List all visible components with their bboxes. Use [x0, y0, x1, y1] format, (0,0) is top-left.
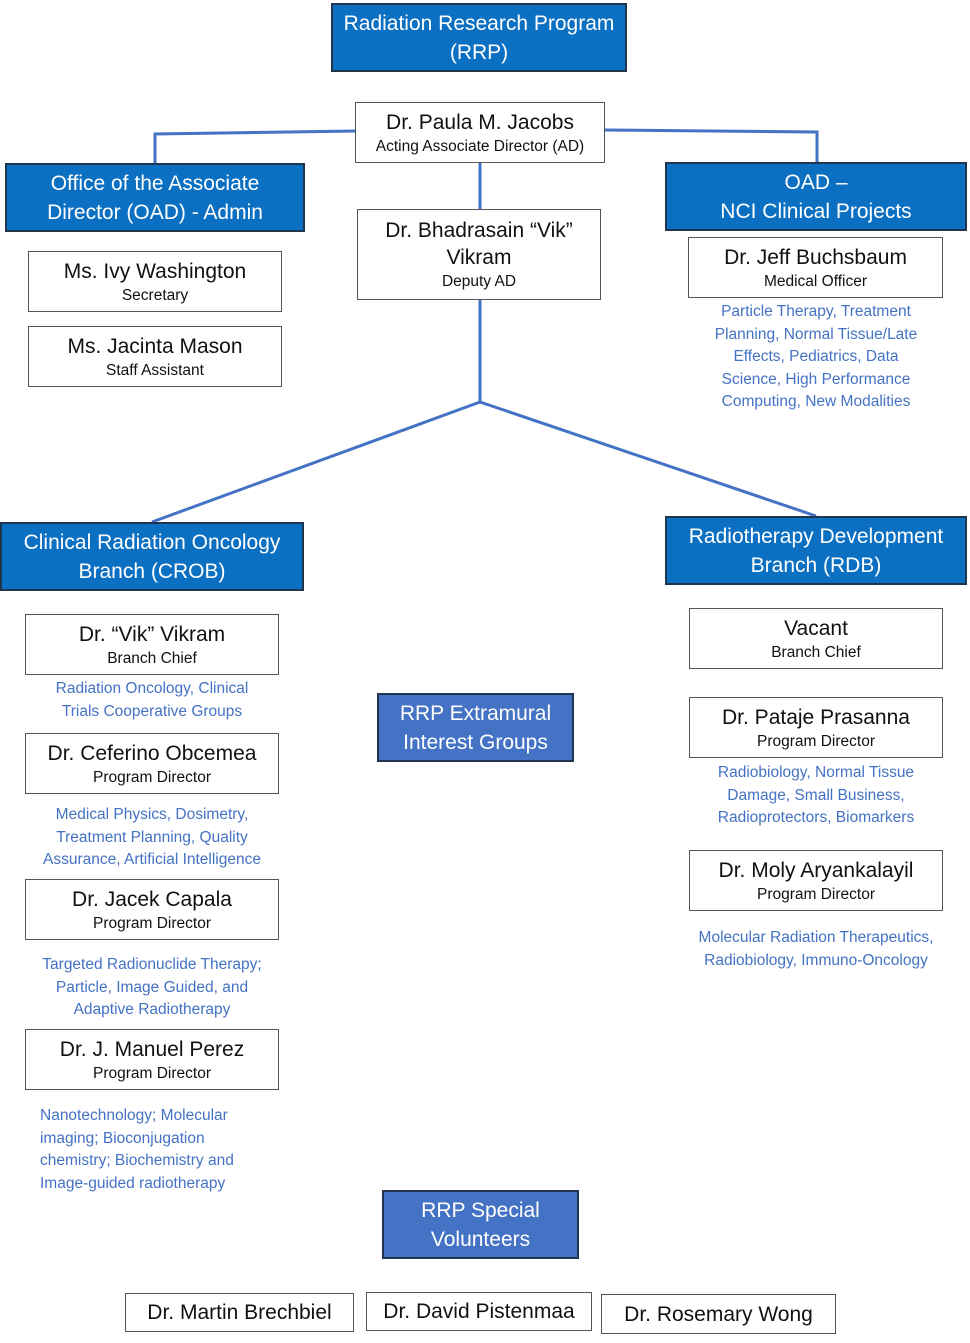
- deputy-name-line1: Dr. Bhadrasain “Vik”: [385, 219, 573, 242]
- focus-line: Molecular Radiation Therapeutics,: [698, 929, 934, 946]
- staff-name: Dr. J. Manuel Perez: [59, 1037, 245, 1061]
- staff-box-vik-vikram: Dr. “Vik” Vikram Branch Chief: [25, 614, 279, 675]
- focus-line: Treatment Planning, Quality: [56, 828, 248, 846]
- focus-line: Medical Physics, Dosimetry,: [55, 806, 249, 823]
- staff-role: Branch Chief: [771, 643, 861, 661]
- volunteers-header-line1: RRP Special: [421, 1198, 540, 1222]
- director-role: Acting Associate Director (AD): [375, 137, 585, 155]
- focus-areas-jacek-capala: Targeted Radionuclide Therapy; Particle,…: [10, 954, 294, 1022]
- staff-role: Program Director: [93, 1064, 211, 1082]
- focus-line: chemistry; Biochemistry and: [40, 1152, 234, 1169]
- focus-line: Image-guided radiotherapy: [40, 1174, 226, 1192]
- staff-name: Dr. “Vik” Vikram: [78, 622, 226, 646]
- focus-line: Trials Cooperative Groups: [61, 702, 243, 720]
- oad-admin-header: Office of the Associate Director (OAD) -…: [5, 163, 305, 232]
- staff-box-ceferino-obcemea: Dr. Ceferino Obcemea Program Director: [25, 733, 279, 794]
- volunteer-name: Dr. Rosemary Wong: [624, 1302, 813, 1326]
- oad-admin-header-line1: Office of the Associate: [50, 171, 260, 195]
- focus-line: Effects, Pediatrics, Data: [733, 348, 899, 365]
- extramural-line1: RRP Extramural: [399, 701, 552, 725]
- focus-areas-jeff-buchsbaum: Particle Therapy, Treatment Planning, No…: [680, 301, 952, 414]
- focus-line: Targeted Radionuclide Therapy;: [42, 956, 262, 973]
- staff-role: Staff Assistant: [106, 361, 204, 379]
- staff-name: Vacant: [784, 616, 848, 640]
- rdb-header-line1: Radiotherapy Development: [688, 524, 944, 548]
- focus-areas-moly-aryankalayil: Molecular Radiation Therapeutics, Radiob…: [666, 927, 966, 972]
- volunteer-name: Dr. David Pistenmaa: [383, 1300, 575, 1323]
- focus-line: Science, High Performance: [721, 370, 911, 388]
- deputy-name-line2: Vikram: [446, 246, 512, 269]
- deputy-role: Deputy AD: [441, 273, 517, 290]
- staff-box-ivy-washington: Ms. Ivy Washington Secretary: [28, 251, 282, 312]
- staff-name: Ms. Jacinta Mason: [67, 334, 243, 358]
- staff-box-jacinta-mason: Ms. Jacinta Mason Staff Assistant: [28, 326, 282, 387]
- staff-role: Secretary: [121, 286, 189, 304]
- program-header: Radiation Research Program (RRP): [331, 3, 627, 72]
- volunteer-name: Dr. Martin Brechbiel: [147, 1301, 332, 1324]
- focus-line: imaging; Bioconjugation: [40, 1129, 205, 1147]
- volunteer-box-rosemary-wong: Dr. Rosemary Wong: [601, 1294, 836, 1334]
- staff-box-pataje-prasanna: Dr. Pataje Prasanna Program Director: [689, 697, 943, 758]
- deputy-box: Dr. Bhadrasain “Vik” Vikram Deputy AD: [357, 209, 601, 300]
- focus-line: Radiobiology, Immuno-Oncology: [704, 951, 928, 969]
- extramural-groups-box: RRP Extramural Interest Groups: [377, 693, 574, 762]
- director-name: Dr. Paula M. Jacobs: [386, 110, 574, 134]
- volunteers-header-line2: Volunteers: [430, 1227, 531, 1251]
- rdb-header: Radiotherapy Development Branch (RDB): [665, 516, 967, 585]
- staff-role: Program Director: [93, 768, 211, 786]
- focus-line: Particle Therapy, Treatment: [721, 303, 911, 320]
- connector-director-to-oad-clinical: [603, 128, 819, 164]
- staff-name: Ms. Ivy Washington: [63, 259, 247, 283]
- focus-line: Radioprotectors, Biomarkers: [717, 809, 915, 826]
- connector-to-crob: [151, 400, 481, 524]
- oad-admin-header-line2: Director (OAD) - Admin: [47, 200, 263, 224]
- staff-name: Dr. Jeff Buchsbaum: [724, 245, 907, 269]
- staff-box-jeff-buchsbaum: Dr. Jeff Buchsbaum Medical Officer: [688, 237, 943, 298]
- focus-line: Planning, Normal Tissue/Late: [714, 325, 918, 343]
- oad-clinical-header-line1: OAD –: [784, 170, 848, 194]
- focus-line: Computing, New Modalities: [721, 393, 911, 410]
- staff-box-moly-aryankalayil: Dr. Moly Aryankalayil Program Director: [689, 850, 943, 911]
- extramural-line2: Interest Groups: [403, 730, 548, 754]
- staff-box-j-manuel-perez: Dr. J. Manuel Perez Program Director: [25, 1029, 279, 1090]
- connector-to-rdb: [479, 400, 817, 518]
- staff-role: Program Director: [757, 885, 875, 903]
- focus-line: Radiation Oncology, Clinical: [55, 680, 249, 697]
- focus-line: Damage, Small Business,: [727, 786, 905, 804]
- focus-line: Nanotechnology; Molecular: [40, 1107, 228, 1124]
- focus-line: Adaptive Radiotherapy: [73, 1001, 231, 1018]
- oad-clinical-header-line2: NCI Clinical Projects: [720, 199, 912, 223]
- focus-line: Particle, Image Guided, and: [55, 978, 249, 996]
- staff-name: Dr. Moly Aryankalayil: [718, 858, 914, 882]
- focus-areas-pataje-prasanna: Radiobiology, Normal Tissue Damage, Smal…: [676, 762, 956, 830]
- connector-director-to-oad-admin: [153, 129, 357, 164]
- staff-name: Dr. Jacek Capala: [72, 887, 232, 911]
- focus-areas-ceferino-obcemea: Medical Physics, Dosimetry, Treatment Pl…: [10, 804, 294, 872]
- focus-areas-vik-vikram: Radiation Oncology, Clinical Trials Coop…: [10, 678, 294, 723]
- focus-areas-j-manuel-perez: Nanotechnology; Molecular imaging; Bioco…: [40, 1105, 290, 1195]
- rdb-header-line2: Branch (RDB): [750, 553, 882, 577]
- staff-box-vacant: Vacant Branch Chief: [689, 608, 943, 669]
- program-title-line2: (RRP): [449, 40, 509, 64]
- staff-name: Dr. Pataje Prasanna: [722, 705, 910, 729]
- crob-header-line1: Clinical Radiation Oncology: [23, 530, 281, 554]
- staff-name: Dr. Ceferino Obcemea: [47, 741, 257, 765]
- staff-role: Medical Officer: [763, 272, 868, 290]
- staff-role: Program Director: [93, 914, 211, 932]
- staff-role: Branch Chief: [107, 649, 197, 667]
- volunteer-box-david-pistenmaa: Dr. David Pistenmaa: [366, 1292, 592, 1331]
- focus-line: Radiobiology, Normal Tissue: [717, 764, 915, 781]
- volunteer-box-martin-brechbiel: Dr. Martin Brechbiel: [125, 1293, 354, 1332]
- focus-line: Assurance, Artificial Intelligence: [43, 851, 261, 868]
- oad-clinical-header: OAD – NCI Clinical Projects: [665, 162, 967, 231]
- crob-header-line2: Branch (CROB): [78, 559, 226, 583]
- program-title-line1: Radiation Research Program: [343, 11, 615, 35]
- crob-header: Clinical Radiation Oncology Branch (CROB…: [0, 522, 304, 591]
- staff-box-jacek-capala: Dr. Jacek Capala Program Director: [25, 879, 279, 940]
- volunteers-header: RRP Special Volunteers: [382, 1190, 579, 1259]
- staff-role: Program Director: [757, 732, 875, 750]
- director-box: Dr. Paula M. Jacobs Acting Associate Dir…: [355, 102, 605, 163]
